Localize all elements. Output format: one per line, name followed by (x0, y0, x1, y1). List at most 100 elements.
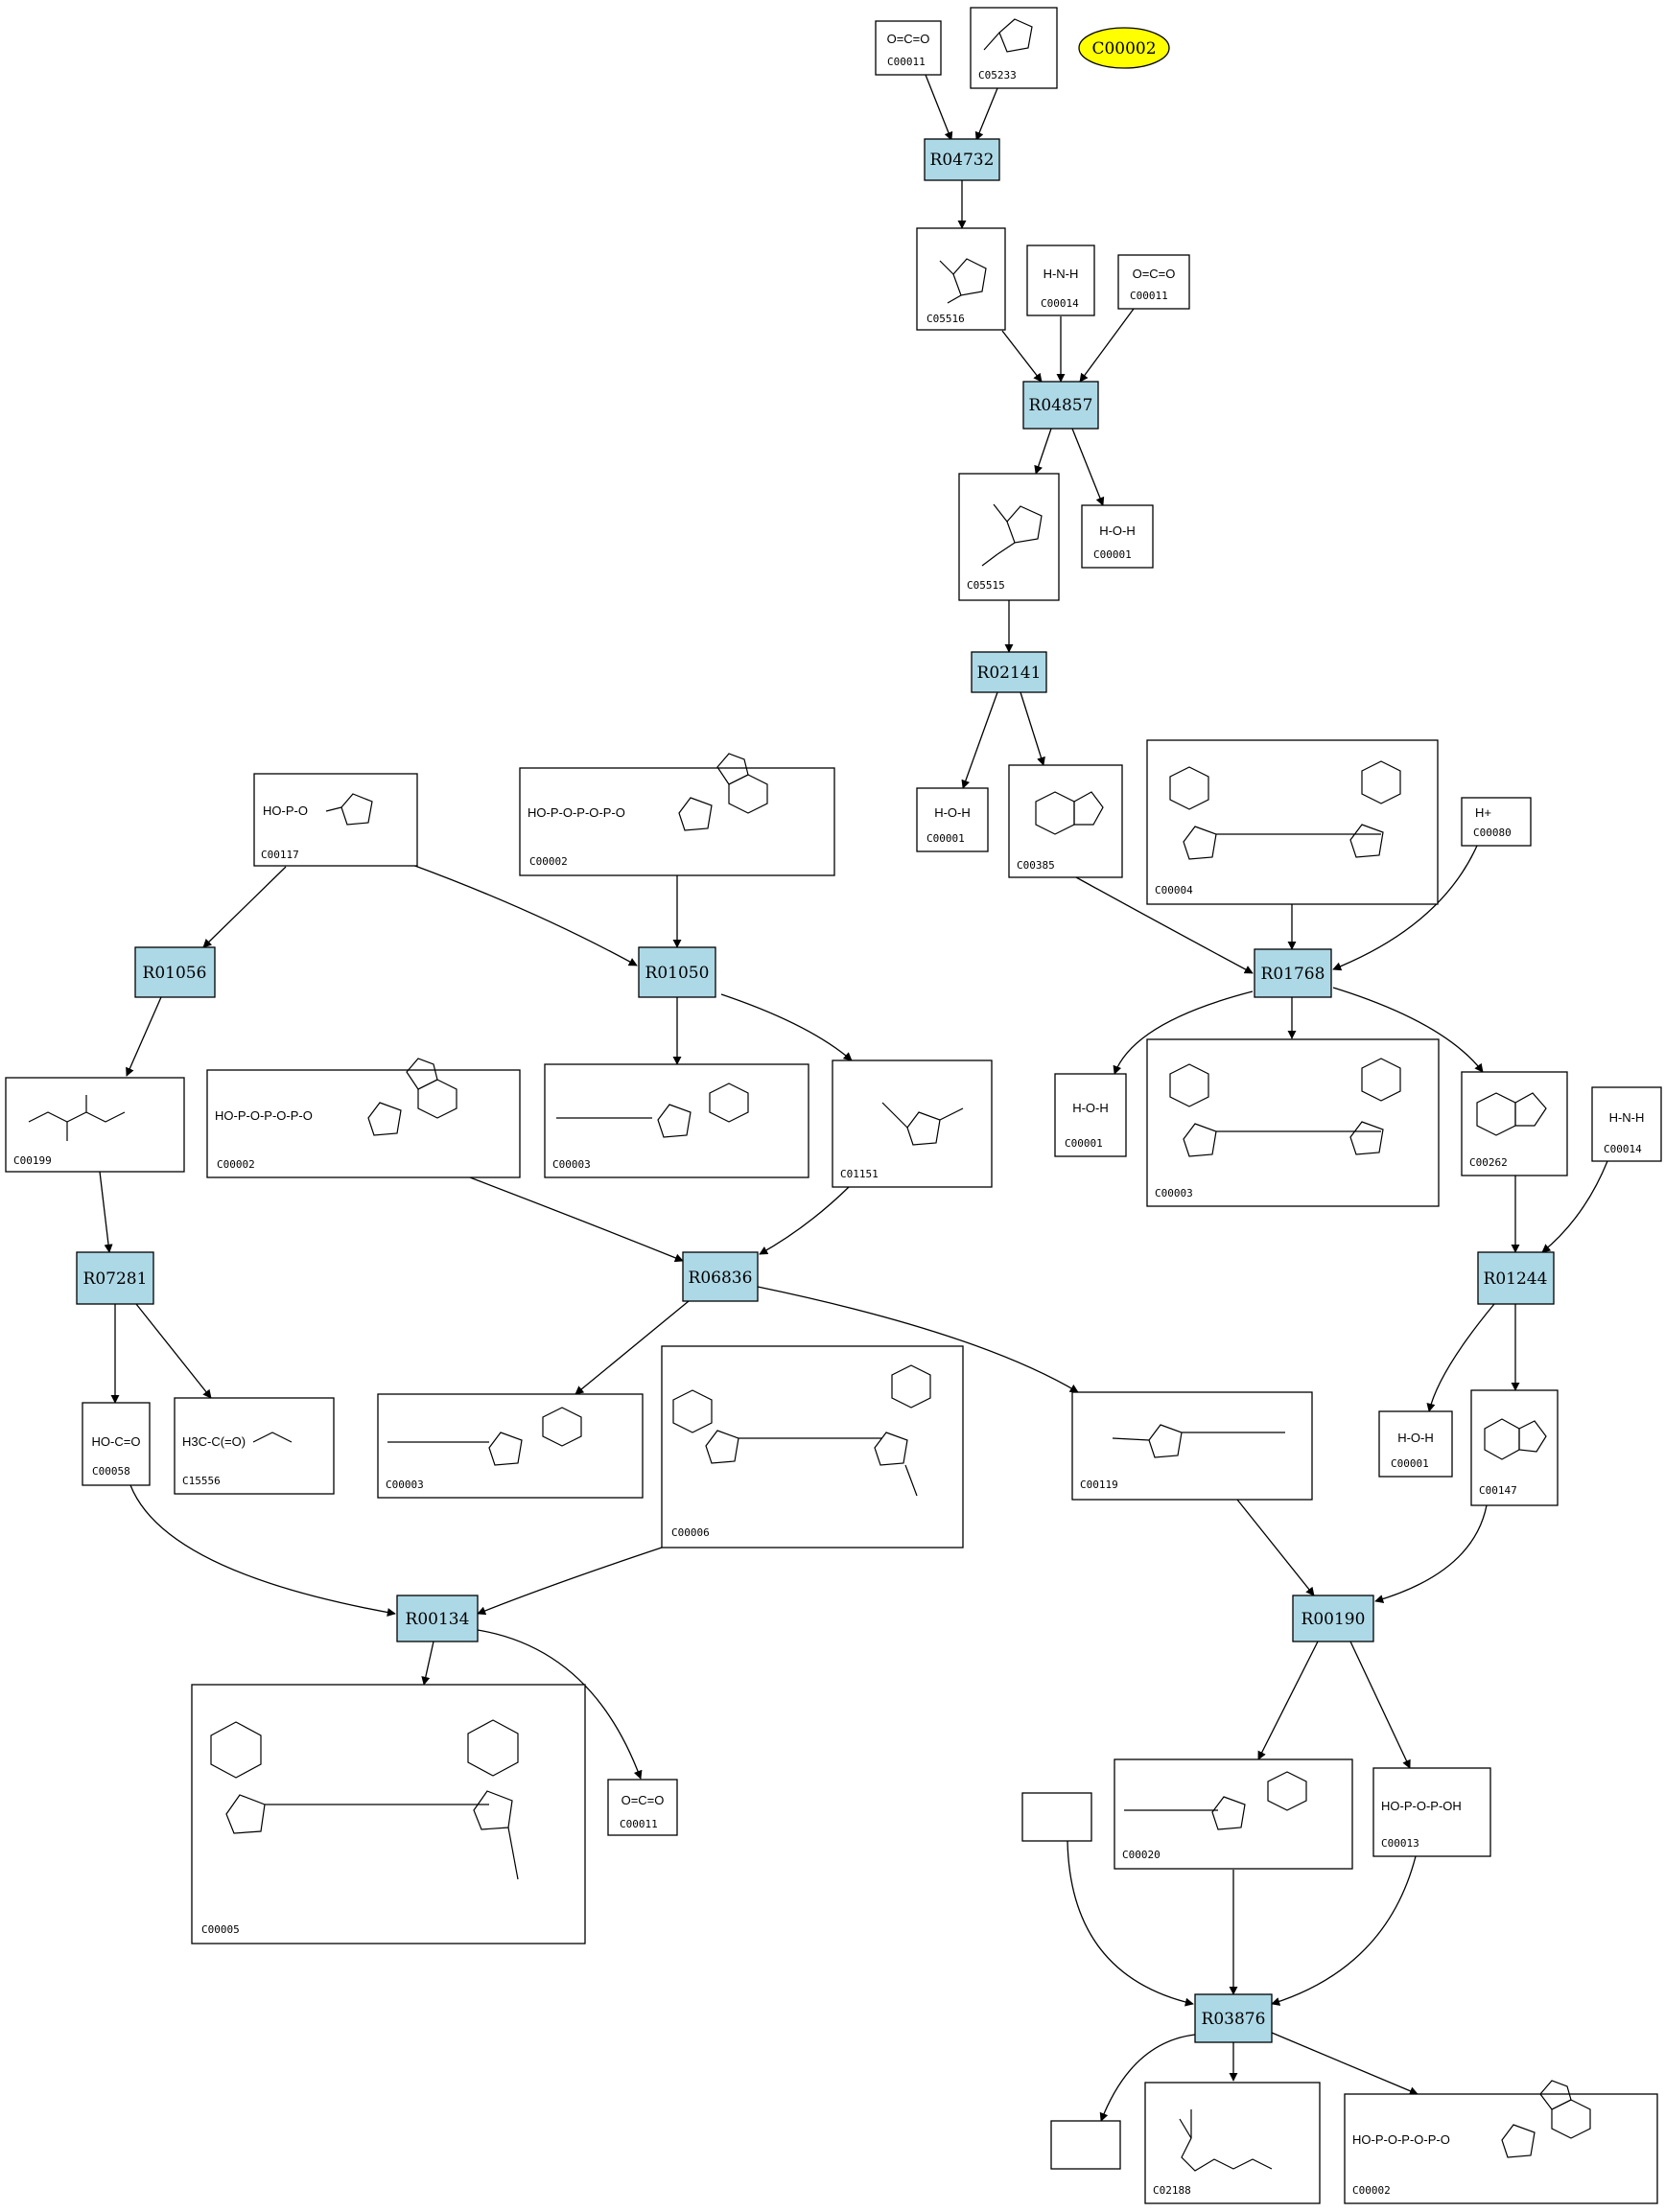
compound-id: C00014 (1604, 1143, 1642, 1155)
compound-c00199[interactable]: C00199 (5, 1077, 185, 1173)
compound-c00014[interactable]: H-N-H C00014 (1026, 244, 1095, 316)
compound-c00014[interactable]: H-N-H C00014 (1591, 1086, 1662, 1162)
compound-c00005[interactable]: C00005 (191, 1684, 586, 1944)
edge-r00134-to-c00005 (421, 1641, 434, 1686)
compound-c00003[interactable]: C00003 (544, 1063, 809, 1178)
compound-c00117[interactable]: HO-P-O C00117 (253, 773, 418, 867)
compound-c00147[interactable]: C00147 (1470, 1389, 1559, 1506)
compound-c01151[interactable]: C01151 (832, 1059, 993, 1188)
edge-r00190-to-c00013 (1349, 1641, 1411, 1769)
reaction-label: R07281 (83, 1269, 148, 1289)
hydroxyacetone-phosphate-structure (252, 1432, 293, 1443)
reaction-r00190[interactable]: R00190 (1292, 1595, 1374, 1642)
compound-id: C00001 (1093, 548, 1132, 561)
compound-box (1461, 797, 1532, 847)
compound-c00011[interactable]: O=C=O C00011 (607, 1779, 678, 1836)
compound-blank-substrate[interactable] (1021, 1792, 1092, 1842)
reaction-label: R06836 (689, 1269, 753, 1288)
reaction-r01056[interactable]: R01056 (134, 946, 216, 998)
reaction-box (1022, 381, 1099, 430)
compound-c00013[interactable]: HO-P-O-P-OH C00013 (1372, 1767, 1491, 1857)
compound-c15556[interactable]: H3C-C(=O) C15556 (174, 1397, 335, 1495)
reaction-r01050[interactable]: R01050 (638, 946, 716, 998)
compound-c05515[interactable]: C05515 (958, 473, 1060, 601)
compound-formula: O=C=O (887, 32, 930, 46)
compound-id: C00004 (1155, 884, 1193, 896)
compound-c00001[interactable]: H-O-H C00001 (1378, 1410, 1453, 1478)
compound-box (82, 1402, 151, 1486)
edge-r02141-to-c00385 (1020, 691, 1045, 766)
compound-c00011[interactable]: O=C=O C00011 (875, 20, 942, 76)
compound-id: C00385 (1017, 859, 1055, 872)
edge-c00011b-to-r04857 (1079, 308, 1135, 383)
compound-c00002[interactable]: HO-P-O-P-O-P-O C00002 (1344, 2080, 1658, 2204)
reaction-r01768[interactable]: R01768 (1254, 948, 1332, 998)
reaction-r01244[interactable]: R01244 (1477, 1251, 1555, 1305)
compound-c02188[interactable]: C02188 (1144, 2082, 1321, 2204)
compound-c00058[interactable]: HO-C=O C00058 (82, 1402, 151, 1486)
reaction-r06836[interactable]: R06836 (682, 1251, 759, 1302)
reaction-box (682, 1251, 759, 1302)
edge-c05516-to-r04857 (1001, 330, 1043, 383)
compound-c00001[interactable]: H-O-H C00001 (1081, 504, 1154, 569)
reaction-r04732[interactable]: R04732 (924, 138, 1000, 181)
compound-formula: HO-C=O (92, 1434, 141, 1449)
compound-id: C00001 (1391, 1457, 1429, 1470)
reaction-r07281[interactable]: R07281 (76, 1251, 154, 1305)
compound-formula: H-O-H (1099, 524, 1136, 538)
adenosine-structure (367, 1058, 457, 1136)
compound-box (1591, 1086, 1662, 1162)
compound-c00011[interactable]: O=C=O C00011 (1117, 254, 1190, 310)
edge-r02141-to-c00001 (961, 691, 998, 789)
compound-c00080[interactable]: H+ C00080 (1461, 797, 1532, 847)
reaction-r04857[interactable]: R04857 (1022, 381, 1099, 430)
reaction-label: R01050 (645, 964, 710, 983)
compound-c00119[interactable]: C00119 (1071, 1391, 1313, 1501)
highlight-label: C00002 (1091, 39, 1156, 58)
compound-c05233[interactable]: C05233 (970, 7, 1058, 89)
reaction-r00134[interactable]: R00134 (396, 1595, 479, 1642)
edge-c05233-to-r04732 (974, 87, 998, 141)
compound-id: C15556 (182, 1475, 221, 1487)
compound-id: C00003 (552, 1158, 591, 1171)
edge-r07281-to-c15556 (135, 1303, 212, 1399)
compound-formula: HO-P-O-P-O-P-O (1352, 2132, 1450, 2147)
reaction-r03876[interactable]: R03876 (1194, 1993, 1273, 2043)
compound-c00262[interactable]: C00262 (1461, 1071, 1568, 1176)
reaction-box (396, 1595, 479, 1642)
compound-formula: O=C=O (621, 1793, 665, 1807)
reaction-r02141[interactable]: R02141 (971, 651, 1047, 693)
compound-blank-product[interactable] (1050, 2120, 1121, 2170)
edge-r01768-to-c00262 (1332, 987, 1484, 1073)
compound-box (1081, 504, 1154, 569)
edge-r01050-to-c01151 (720, 993, 853, 1061)
edge-c00002b-to-r06836 (469, 1176, 684, 1263)
compound-c00385[interactable]: C00385 (1008, 764, 1123, 878)
reaction-label: R00134 (406, 1610, 470, 1629)
compound-box (1470, 1389, 1559, 1506)
compound-box (875, 20, 942, 76)
highlight-compound[interactable]: C00002 (1078, 27, 1170, 69)
reaction-label: R03876 (1202, 2010, 1266, 2029)
reaction-label: R01056 (143, 964, 207, 983)
nadph-structure (210, 1719, 519, 1880)
compound-box (832, 1059, 993, 1188)
compound-c00001[interactable]: H-O-H C00001 (916, 787, 989, 852)
reaction-box (134, 946, 216, 998)
compound-id: C00011 (887, 56, 926, 68)
compound-c00002[interactable]: HO-P-O-P-O-P-O C00002 (519, 753, 835, 876)
compound-c00003[interactable]: C00003 (1146, 1038, 1440, 1207)
compound-formula: H-O-H (934, 805, 971, 820)
edge-c00199-to-r07281 (99, 1171, 113, 1253)
compound-c00003[interactable]: C00003 (377, 1393, 644, 1499)
compound-c00020[interactable]: C00020 (1114, 1758, 1353, 1870)
compound-c05516[interactable]: C05516 (916, 227, 1006, 331)
compound-c00002[interactable]: HO-P-O-P-O-P-O C00002 (206, 1058, 521, 1178)
compound-c00001[interactable]: H-O-H C00001 (1054, 1073, 1127, 1157)
ribose-bisphosphate-structure (881, 1102, 964, 1146)
compound-box (916, 787, 989, 852)
compound-c00006[interactable]: C00006 (661, 1345, 964, 1548)
compound-formula: H+ (1475, 805, 1491, 820)
reaction-label: R02141 (977, 664, 1042, 683)
compound-c00004[interactable]: C00004 (1146, 739, 1439, 905)
